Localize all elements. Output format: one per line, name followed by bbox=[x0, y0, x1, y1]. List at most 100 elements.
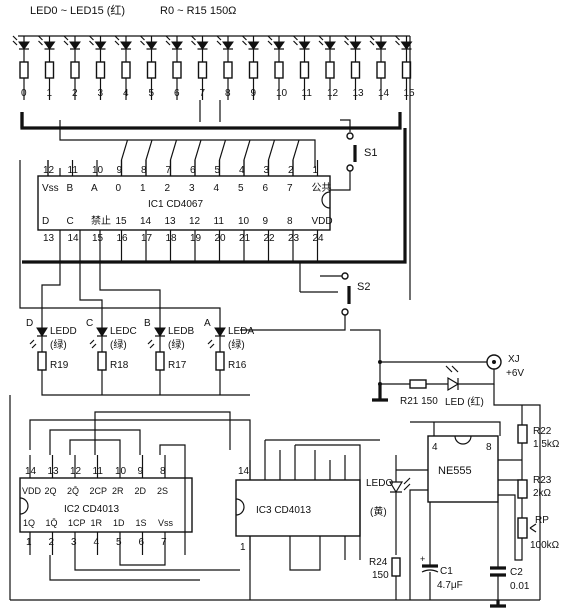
s1-to-common bbox=[330, 171, 351, 191]
r22-resistor: R22 1.5kΩ bbox=[517, 405, 560, 480]
top-led-channel-3: 3 bbox=[89, 35, 107, 100]
ic3-upper-pins bbox=[264, 440, 346, 480]
ic2-bottom-pin-3: 3 bbox=[71, 537, 77, 548]
led-10-icon bbox=[273, 41, 285, 50]
top-led-channel-13: 13 bbox=[344, 35, 365, 100]
ic3-feedback-wires bbox=[265, 439, 380, 560]
led-3-icon bbox=[94, 41, 107, 50]
top-led-channel-7: 7 bbox=[191, 35, 209, 100]
led-6-icon bbox=[171, 41, 183, 50]
resistor-13 bbox=[350, 61, 361, 79]
ic2-bottom-label: 1R bbox=[91, 518, 103, 528]
ic1-bottom-label: 10 bbox=[238, 216, 250, 227]
ic1-top-label: 5 bbox=[238, 183, 244, 194]
ne555-timer: 4 8 NE555 bbox=[396, 421, 522, 600]
r24-value: 150 bbox=[372, 570, 389, 581]
addr-line-a bbox=[19, 160, 221, 320]
address-led-color: (绿) bbox=[50, 338, 67, 351]
channel-label-13: 13 bbox=[353, 88, 365, 99]
address-resistor-label: R17 bbox=[168, 360, 187, 371]
c1-label: C1 bbox=[440, 566, 453, 577]
ic1-bottom-label: 8 bbox=[287, 216, 293, 227]
channel-label-5: 5 bbox=[149, 88, 155, 99]
address-led-name: LEDC bbox=[110, 326, 137, 337]
ic1-bottom-label: 9 bbox=[263, 216, 269, 227]
ic1-bottom-pin-18: 18 bbox=[166, 233, 178, 244]
ic1-top-pin-7: 7 bbox=[166, 165, 172, 176]
ic2-2cp-wire bbox=[94, 411, 231, 455]
resistor-9 bbox=[248, 61, 259, 79]
resistor-3 bbox=[95, 61, 106, 79]
address-resistor-label: R16 bbox=[228, 360, 247, 371]
top-led-channel-9: 9 bbox=[242, 35, 260, 100]
channel-label-11: 11 bbox=[302, 88, 313, 99]
resistor-11 bbox=[299, 61, 310, 79]
ic2-top-pin-14: 14 bbox=[25, 466, 37, 477]
address-letter: A bbox=[204, 318, 211, 329]
ic2-bottom-label: Vss bbox=[158, 518, 174, 528]
ic2-top-label: VDD bbox=[22, 486, 42, 496]
ic1-top-label: 7 bbox=[287, 183, 293, 194]
ground-symbol bbox=[372, 384, 388, 402]
ic2-top-label: 2Q̄ bbox=[67, 486, 79, 496]
top-led-channel-6: 6 bbox=[165, 35, 183, 100]
ic1-top-label: Vss bbox=[42, 183, 59, 194]
switch-s2[interactable]: S2 bbox=[320, 272, 370, 316]
address-letter: D bbox=[26, 318, 33, 329]
ic1-bottom-label: D bbox=[42, 216, 49, 227]
power-led-label: LED (红) bbox=[445, 395, 484, 408]
ic2-bottom-label: 1S bbox=[136, 518, 147, 528]
top-led-channel-11: 11 bbox=[293, 35, 313, 100]
ic2-bottom-pin-7: 7 bbox=[161, 537, 167, 548]
address-resistor bbox=[155, 351, 165, 371]
led-8-icon bbox=[222, 41, 234, 50]
ic1-notch bbox=[321, 191, 331, 209]
ne555-pin8: 8 bbox=[486, 442, 492, 453]
bus-tap-7-8 bbox=[199, 100, 221, 122]
ic1-bottom-pin-21: 21 bbox=[239, 233, 251, 244]
led-o-color: (黄) bbox=[370, 505, 387, 518]
ic2-bottom-pin-6: 6 bbox=[139, 537, 145, 548]
address-letter: C bbox=[86, 318, 93, 329]
switch-s1[interactable]: S1 bbox=[340, 119, 377, 172]
channel-label-12: 12 bbox=[327, 88, 339, 99]
ic1-top-label: 6 bbox=[263, 183, 269, 194]
resistor-14 bbox=[376, 61, 386, 79]
ic1-name: IC1 CD4067 bbox=[148, 199, 203, 210]
top-led-channel-14: 14 bbox=[369, 35, 390, 100]
ne555-name: NE555 bbox=[438, 465, 472, 477]
led-5-icon bbox=[145, 41, 158, 50]
ic1-top-pin-10: 10 bbox=[92, 165, 104, 176]
ic1-bottom-label: 13 bbox=[165, 216, 177, 227]
ic2-bottom-label: 1Q̄ bbox=[46, 518, 58, 528]
led-14-icon bbox=[375, 41, 387, 50]
ic2-bottom-label: 1Q bbox=[23, 518, 35, 528]
led-4-icon bbox=[120, 41, 132, 50]
ic1-top-label: A bbox=[91, 183, 98, 194]
address-led-name: LEDB bbox=[168, 326, 194, 337]
r22-value: 1.5kΩ bbox=[533, 439, 560, 450]
rp-potentiometer[interactable]: RP 100kΩ bbox=[514, 515, 560, 561]
ic2-top-pin-12: 12 bbox=[70, 466, 82, 477]
ic2-body bbox=[19, 477, 193, 533]
power-input: XJ +6V R21 150 LED (红) bbox=[350, 329, 524, 408]
ic1-top-pin-5: 5 bbox=[215, 165, 221, 176]
ic1-body bbox=[37, 175, 331, 231]
address-led-group: DLEDD(绿)R19CLEDC(绿)R18BLEDB(绿)R17ALEDA(绿… bbox=[26, 318, 254, 380]
ic1-top-pin-6: 6 bbox=[190, 165, 196, 176]
resistor-0 bbox=[19, 61, 29, 79]
resistor-2 bbox=[70, 61, 80, 79]
ic1-bottom-pin-24: 24 bbox=[313, 233, 325, 244]
led-group-label: LED0 ~ LED15 (红) bbox=[30, 4, 125, 17]
ic2-top-pin-8: 8 bbox=[160, 466, 166, 477]
ic1-bottom-pin-14: 14 bbox=[68, 233, 80, 244]
ic1-b-a-inputs bbox=[47, 160, 61, 176]
addr-line-c bbox=[79, 230, 103, 320]
channel-label-2: 2 bbox=[72, 88, 78, 99]
led-11-icon bbox=[298, 41, 311, 50]
ic2-bottom-pin-1: 1 bbox=[26, 537, 32, 548]
